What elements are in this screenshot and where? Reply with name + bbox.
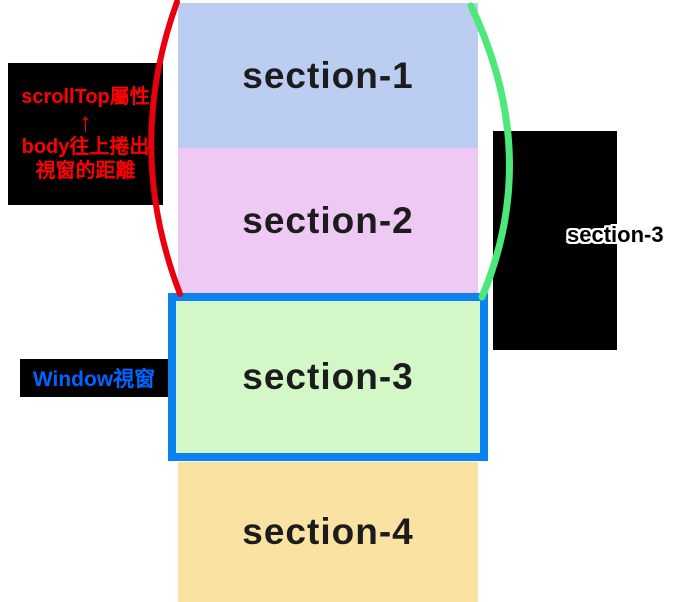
window-label: Window視窗 [32,368,156,391]
scrolltop-desc-line1: body往上捲出 [21,135,150,158]
up-arrow-icon: ↑ [79,106,92,137]
section-1-block: section-1 [178,3,478,148]
offset-callout [493,131,617,350]
window-callout: Window視窗 [20,359,168,397]
scrolltop-title: scrollTop屬性 [21,85,150,108]
scrolltop-desc-line2: 視窗的距離 [35,159,136,182]
section-2-label: section-2 [242,199,414,241]
scrolltop-callout: scrollTop屬性 ↑ body往上捲出 視窗的距離 [8,63,163,205]
section-4-block: section-4 [178,462,478,602]
section-4-label: section-4 [242,511,414,552]
section-1-label: section-1 [242,54,414,96]
offset-label: section-3 [567,222,664,247]
section-2-block: section-2 [178,148,478,293]
section-3-label: section-3 [242,356,414,397]
window-viewport-frame: section-3 [168,293,488,461]
